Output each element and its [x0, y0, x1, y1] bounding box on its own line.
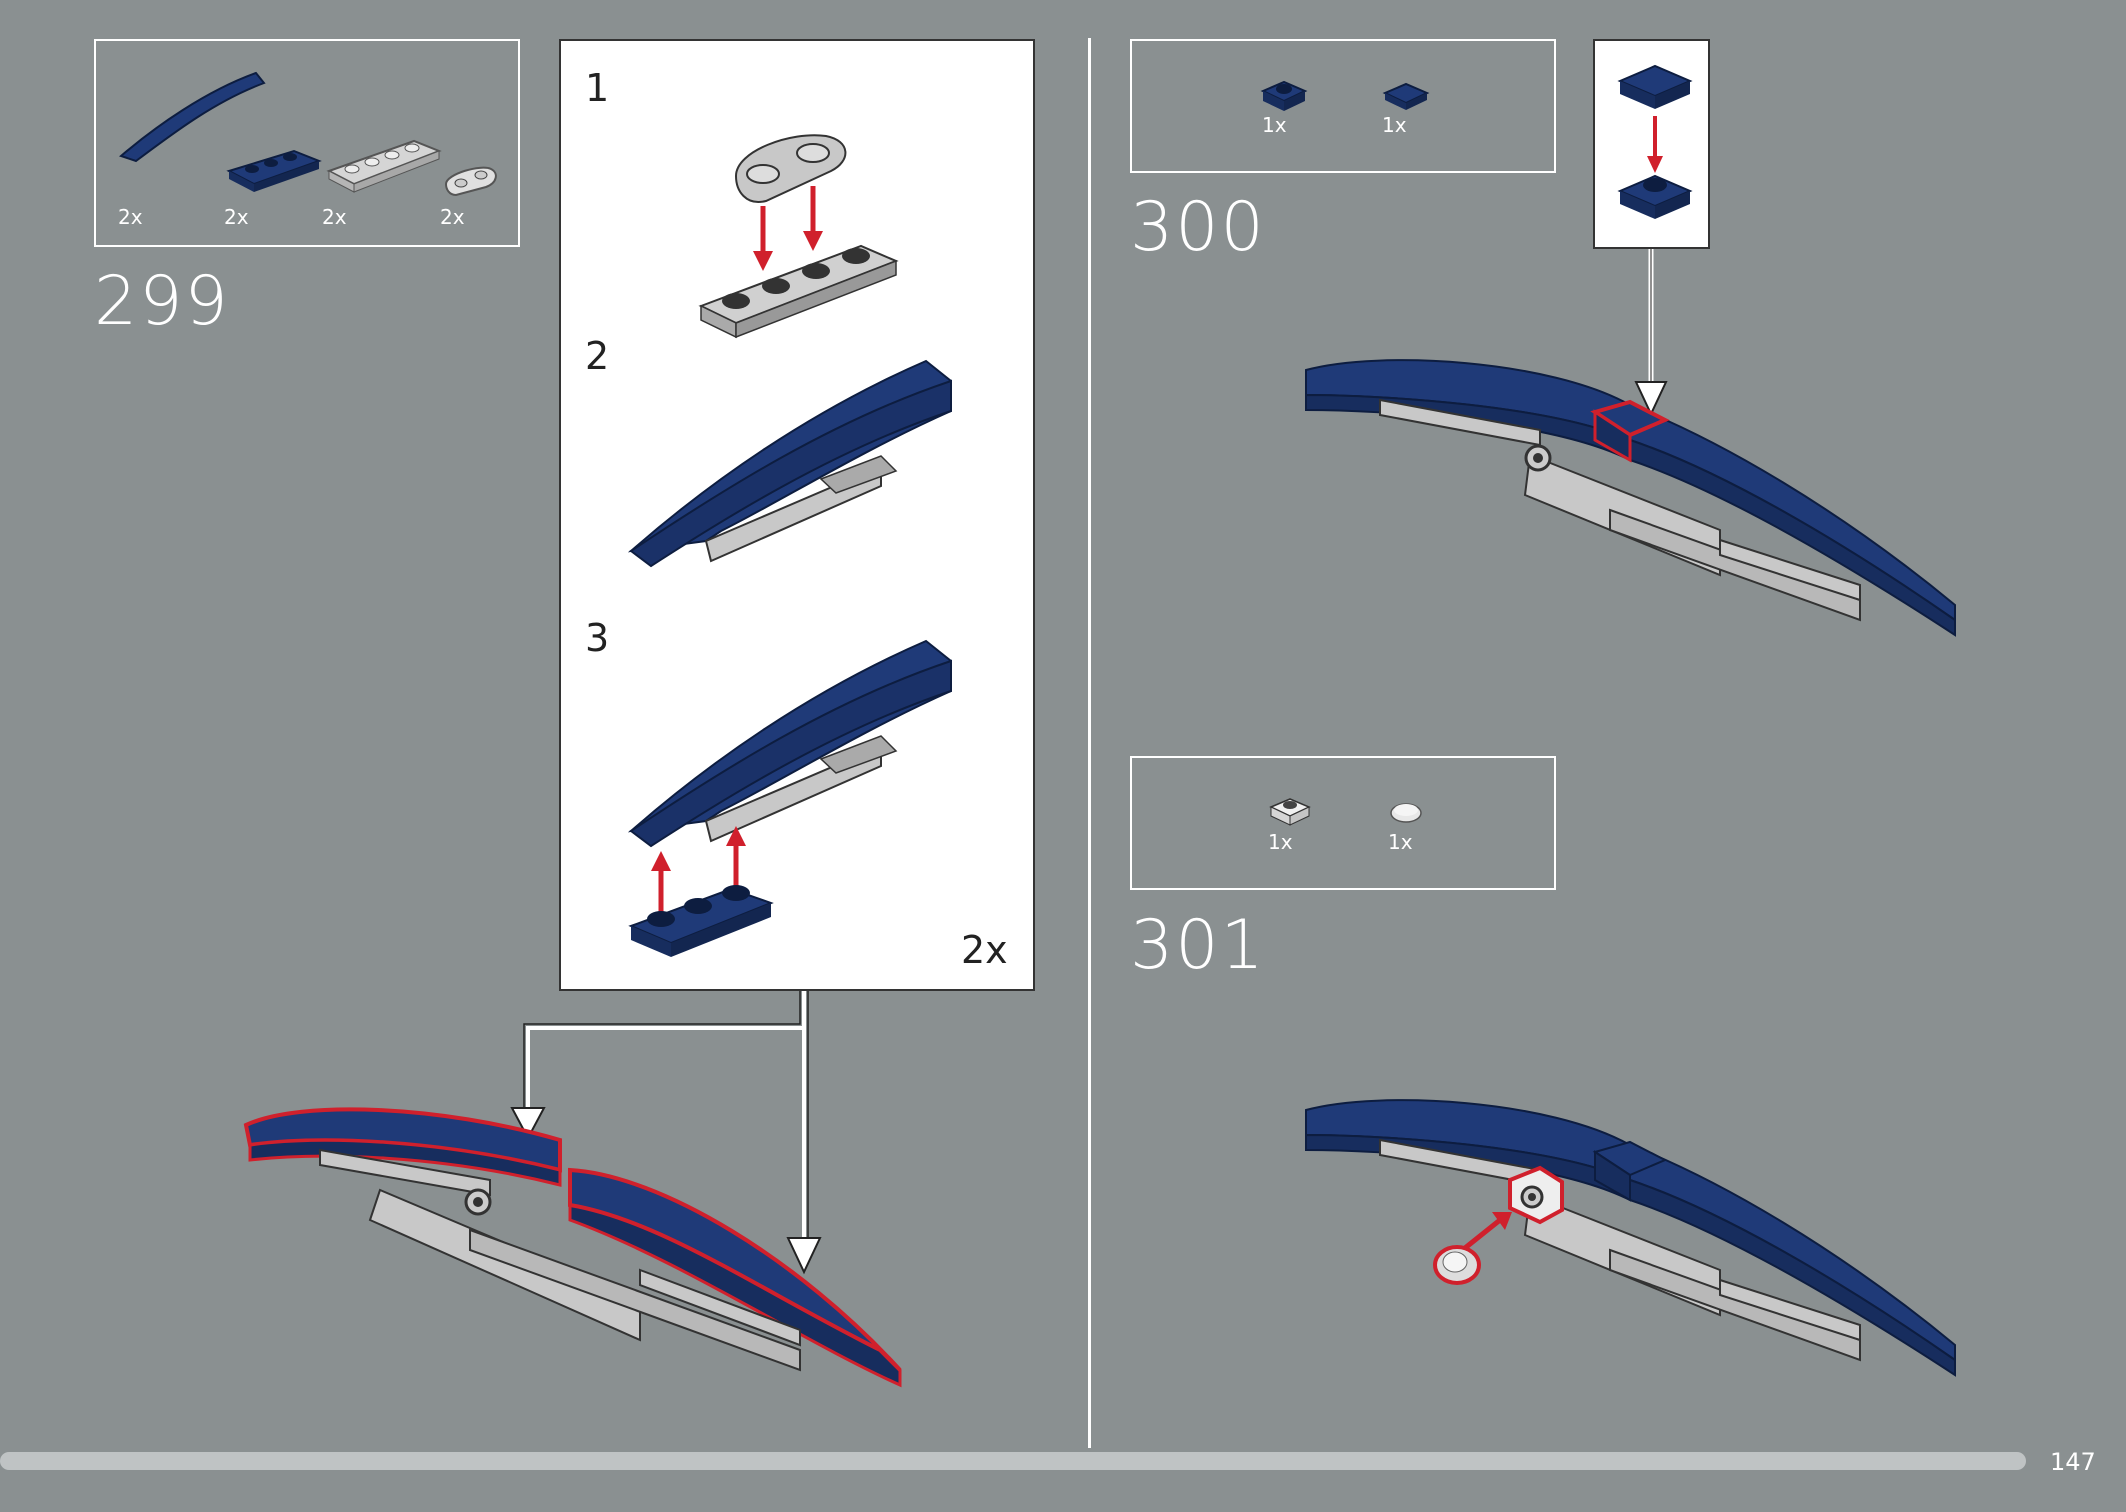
tile-on-plate-illustration: [1617, 64, 1693, 219]
dark-blue-1x3-plate-icon: [226, 149, 322, 192]
dark-blue-curved-slope-icon: [119, 71, 266, 163]
part-qty: 2x: [440, 205, 465, 229]
step-300-model: [1305, 359, 1956, 637]
parts-list-step-299: 2x 2x 2x 2x: [94, 39, 520, 247]
dark-blue-1x1-tile-icon: [1382, 82, 1430, 110]
step-number: 301: [1130, 906, 1266, 985]
page-number: 147: [2050, 1448, 2096, 1476]
step-number: 299: [94, 262, 230, 341]
substep-3-illustration: [627, 639, 952, 957]
page-divider: [1088, 38, 1091, 1448]
step-301-model: [1305, 1099, 1956, 1377]
light-gray-1x2-rounded-plate-icon: [444, 166, 497, 197]
part-qty: 1x: [1388, 830, 1413, 854]
substep-number: 2: [585, 334, 610, 378]
step-300-callout-box: [1593, 39, 1710, 249]
part-qty: 1x: [1262, 113, 1287, 137]
substep-1-illustration: [698, 134, 899, 339]
part-qty: 1x: [1382, 113, 1407, 137]
substep-number: 3: [585, 616, 610, 660]
submodel-panel: 1 2 3 2x: [559, 39, 1035, 991]
progress-bar: [0, 1452, 2026, 1470]
white-1x1-plate-icon: [1269, 798, 1311, 826]
substep-number: 1: [585, 66, 610, 110]
light-gray-1x4-plate-icon: [326, 139, 442, 193]
part-qty: 2x: [322, 205, 347, 229]
step-299-model: [243, 1107, 902, 1388]
part-qty: 2x: [224, 205, 249, 229]
part-qty: 2x: [118, 205, 143, 229]
parts-list-step-301: 1x 1x: [1130, 756, 1556, 890]
part-qty: 1x: [1268, 830, 1293, 854]
white-round-tile-icon: [1390, 803, 1422, 823]
submodel-multiplier: 2x: [961, 928, 1008, 972]
step-number: 300: [1130, 188, 1266, 267]
substep-2-illustration: [627, 359, 952, 568]
dark-blue-1x1-plate-icon: [1260, 80, 1308, 111]
parts-list-step-300: 1x 1x: [1130, 39, 1556, 173]
